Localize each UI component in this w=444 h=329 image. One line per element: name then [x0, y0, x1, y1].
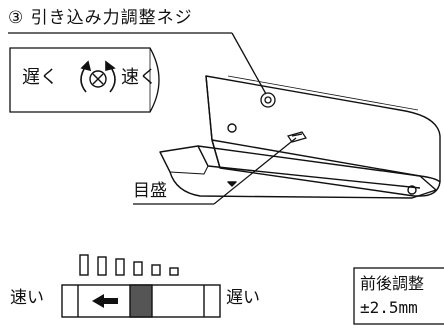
scale-bars: [79, 254, 179, 276]
callout-panel: [9, 47, 160, 113]
rotate-left-arrow-icon: [80, 60, 92, 93]
scale-window: [287, 131, 307, 143]
screw-symbol-icon: [89, 70, 107, 88]
bracket-plate: [159, 145, 437, 199]
adjust-title-label: 前後調整: [360, 274, 425, 293]
scale-leader: [133, 137, 297, 205]
adjust-screw-icon: [260, 92, 276, 108]
speed-slow-label: 遅い: [226, 288, 260, 308]
slow-label: 遅く: [22, 67, 58, 88]
scale-gauge: [61, 284, 221, 318]
arrow-left-icon: [92, 294, 118, 308]
title-leader: [8, 32, 267, 95]
scale-label: 目盛: [133, 181, 167, 201]
screw-adjust-title: ③ 引き込み力調整ネジ: [8, 8, 193, 28]
speed-fast-label: 速い: [10, 288, 44, 308]
fast-label: 速く: [121, 67, 157, 88]
rotate-right-arrow-icon: [105, 60, 116, 93]
adjust-box: [353, 267, 444, 325]
adjust-range-label: ±2.5mm: [360, 298, 418, 317]
